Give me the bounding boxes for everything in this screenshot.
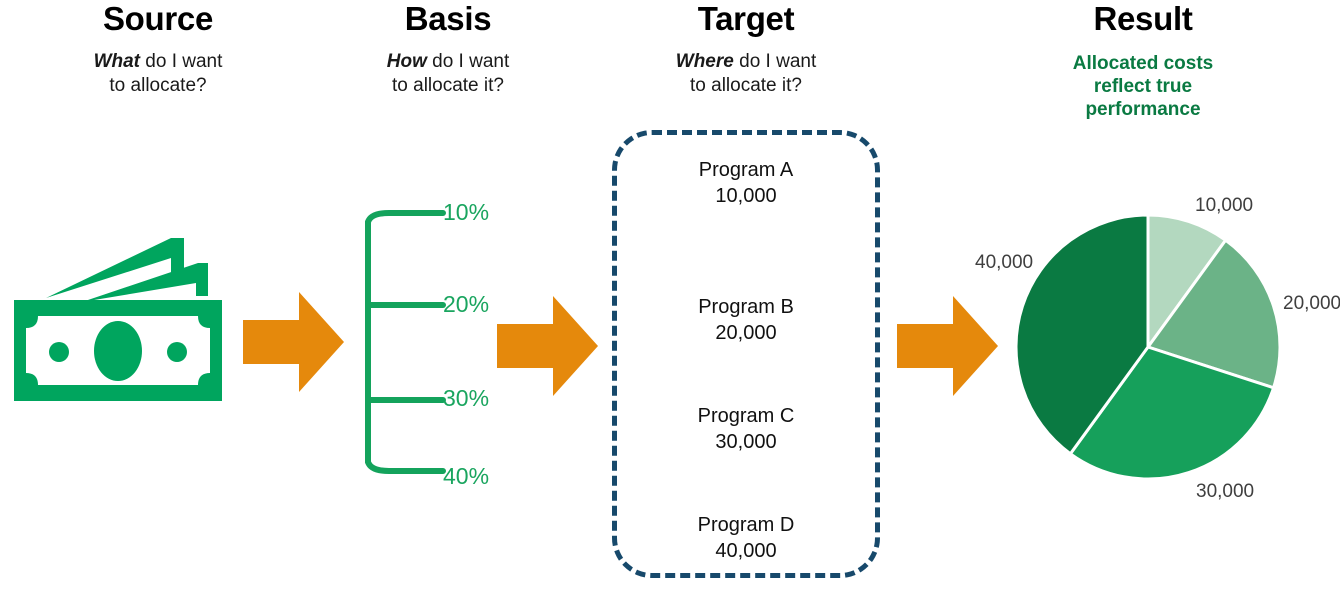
subtitle-target: Where do I want to allocate it? (596, 50, 896, 99)
subtitle-target-line1: do I want (733, 50, 817, 72)
column-header-basis: Basis How do I want to allocate it? (332, 0, 564, 99)
pie-slice-label: 30,000 (1196, 481, 1255, 502)
subtitle-source: What do I want to allocate? (0, 50, 316, 99)
target-program-item: Program C 30,000 (612, 403, 880, 455)
subtitle-source-line1: do I want (140, 50, 223, 72)
target-dashed-container (612, 130, 880, 578)
subtitle-source-line2: to allocate? (109, 74, 207, 96)
page-title-result: Result (1093, 0, 1193, 37)
arrow-source-to-basis-icon (243, 292, 344, 392)
program-name: Program B (698, 296, 794, 318)
basis-percent-10: 10% (443, 199, 490, 225)
basis-percent-40: 40% (443, 463, 490, 489)
subtitle-result-line2: reflect true (1093, 75, 1193, 97)
column-header-target: Target Where do I want to allocate it? (596, 0, 896, 99)
money-stack-icon (14, 238, 222, 401)
column-header-result: Result Allocated costs reflect true perf… (1000, 0, 1286, 122)
basis-bracket-icon (365, 210, 446, 474)
subtitle-result: Allocated costs reflect true performance (1000, 52, 1286, 122)
subtitle-target-lead: Where (675, 50, 734, 72)
program-amount: 40,000 (715, 540, 777, 562)
pie-slice-label: 10,000 (1195, 195, 1254, 216)
arrow-basis-to-target-icon (497, 296, 598, 396)
subtitle-target-line2: to allocate it? (690, 74, 802, 96)
pie-slice (1014, 213, 1150, 456)
subtitle-result-line1: Allocated costs (1072, 52, 1214, 74)
subtitle-basis-lead: How (386, 50, 427, 72)
subtitle-basis-line2: to allocate it? (392, 74, 504, 96)
pie-slice (1068, 345, 1276, 481)
program-name: Program A (698, 159, 794, 181)
target-program-item: Program A 10,000 (612, 157, 880, 209)
subtitle-basis-line1: do I want (426, 50, 510, 72)
subtitle-result-line3: performance (1085, 98, 1201, 120)
program-name: Program C (697, 405, 795, 427)
program-name: Program D (697, 514, 795, 536)
basis-percent-30: 30% (443, 385, 490, 411)
pie-slice-label: 40,000 (975, 252, 1034, 273)
pie-slice (1146, 238, 1282, 390)
program-amount: 10,000 (715, 185, 777, 207)
target-program-item: Program D 40,000 (612, 512, 880, 564)
allocation-pie-chart (1014, 213, 1282, 481)
pie-slice-label: 20,000 (1283, 293, 1340, 314)
arrow-target-to-result-icon (897, 296, 998, 396)
subtitle-basis: How do I want to allocate it? (332, 50, 564, 99)
page-title-basis: Basis (404, 0, 492, 37)
target-program-item: Program B 20,000 (612, 294, 880, 346)
subtitle-source-lead: What (93, 50, 141, 72)
basis-percent-20: 20% (443, 291, 490, 317)
column-header-source: Source What do I want to allocate? (0, 0, 316, 99)
program-amount: 30,000 (715, 431, 777, 453)
page-title-source: Source (102, 0, 214, 37)
page-title-target: Target (697, 0, 795, 37)
pie-slice (1146, 213, 1228, 349)
program-amount: 20,000 (715, 322, 777, 344)
